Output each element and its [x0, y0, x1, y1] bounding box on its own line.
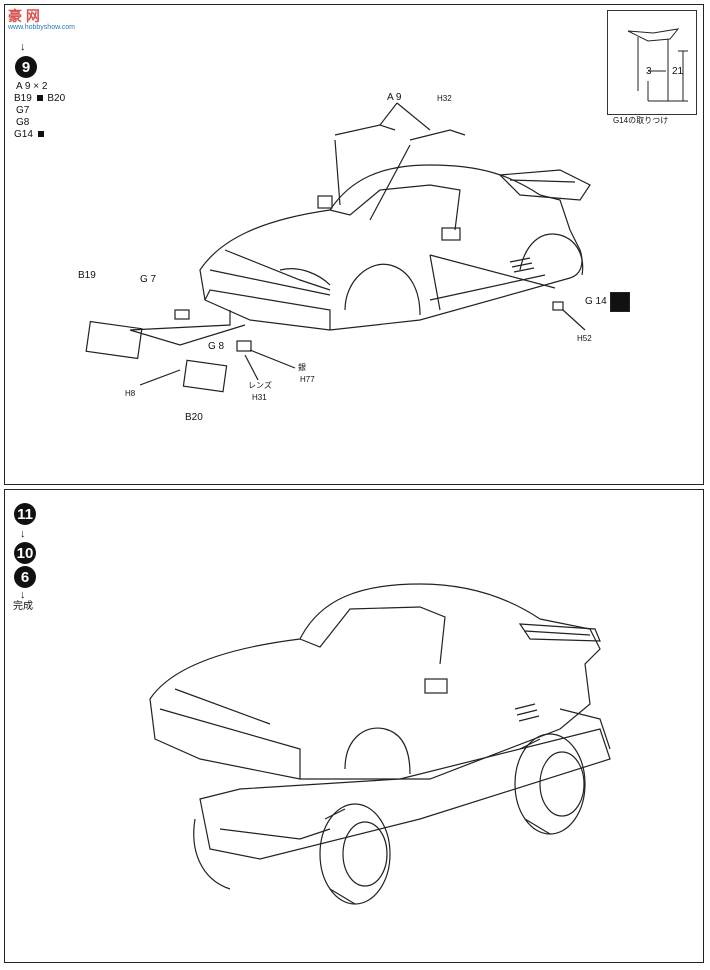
- parts-list-g7: G7: [16, 105, 30, 116]
- dimension-21: 21: [672, 66, 684, 77]
- parts-list-g8: G8: [16, 117, 30, 128]
- label-h32: H32: [437, 94, 452, 103]
- parts-list-g14-label: G14: [14, 129, 33, 140]
- paint-mark-icon: [37, 131, 44, 137]
- paint-mark-icon: [610, 292, 630, 312]
- step-10-badge: 10: [14, 542, 36, 564]
- car-final-assembly-drawing: [149, 583, 611, 905]
- label-lens: レンズ: [248, 381, 272, 390]
- dimension-3: 3: [646, 66, 652, 77]
- label-h52: H52: [577, 334, 592, 343]
- parts-list-a9: A 9 × 2: [16, 81, 48, 92]
- step-6-badge: 6: [14, 566, 36, 588]
- label-h31: H31: [252, 393, 267, 402]
- step-arrow: ↓: [20, 41, 26, 53]
- watermark-url: www.hobbyshow.com: [8, 24, 75, 31]
- parts-list-b19-label: B19: [14, 93, 32, 104]
- inset-caption: G14の取りつけ: [613, 116, 669, 125]
- label-b20: B20: [185, 412, 203, 423]
- label-b19: B19: [78, 270, 96, 281]
- step-11-panel: [4, 489, 704, 963]
- label-h77: H77: [300, 375, 315, 384]
- parts-list-g14: G14: [14, 129, 44, 141]
- step-9-panel: [4, 4, 704, 485]
- watermark-logo: 豪 网: [8, 8, 40, 24]
- label-a9: A 9: [387, 92, 402, 103]
- paint-mark-icon: [36, 95, 43, 101]
- complete-label: 完成: [13, 601, 33, 612]
- label-g7: G 7: [140, 274, 157, 285]
- label-h8: H8: [125, 389, 136, 398]
- parts-list-b19: B19 B20: [14, 93, 65, 105]
- label-g14: G 14: [585, 296, 607, 307]
- g14-detail-inset: 3 21 G14の取りつけ: [607, 10, 697, 125]
- step-9-badge: 9: [15, 56, 37, 78]
- label-silver: 銀: [298, 363, 306, 372]
- step-arrow: ↓: [20, 528, 26, 540]
- step-11-badge: 11: [14, 503, 36, 525]
- g14-detail-drawing: [627, 28, 688, 102]
- label-g8: G 8: [208, 341, 225, 352]
- car-body-assembly-drawing: [85, 102, 591, 393]
- parts-list-b20-label: B20: [47, 93, 66, 104]
- step-arrow: ↓: [20, 589, 26, 601]
